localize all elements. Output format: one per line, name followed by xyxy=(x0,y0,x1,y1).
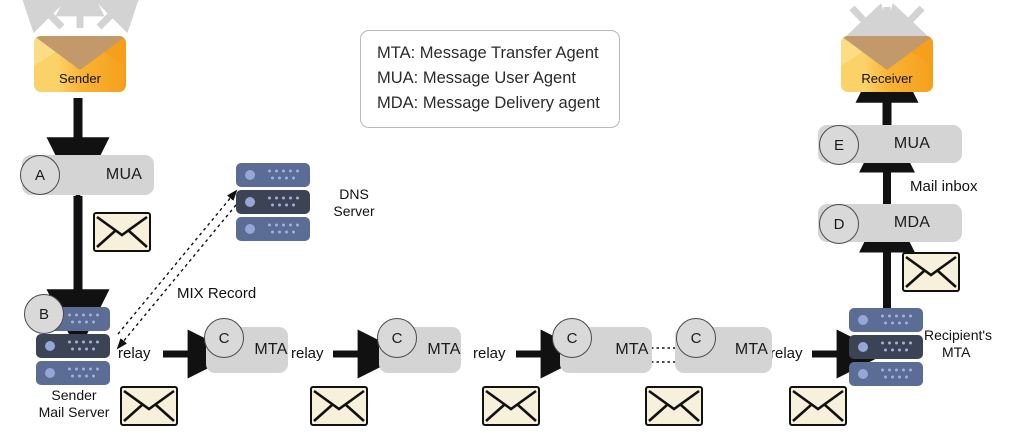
server-led-power xyxy=(245,224,255,234)
sender-envelope-label: Sender xyxy=(59,71,101,86)
server-led-row xyxy=(268,223,302,235)
dns-caption-line1: DNS xyxy=(339,186,369,202)
mta-badge-text-3: C xyxy=(566,329,578,347)
mta-badge-4: C xyxy=(676,318,716,358)
server-led-power xyxy=(858,369,868,379)
dns-server[interactable] xyxy=(236,163,310,241)
recipient-mda-label: MDA xyxy=(893,214,931,231)
recipient-mua-label: MUA xyxy=(893,135,931,152)
sender-mailserver-badge-text: B xyxy=(38,305,49,323)
server-led-row xyxy=(881,368,915,380)
recipient-mta-caption: Recipient's MTA xyxy=(924,327,1016,361)
sender-envelope: Sender xyxy=(34,36,126,92)
sender-mua-badge: A xyxy=(20,155,60,195)
server-unit-middle xyxy=(236,190,310,214)
mta-badge-text-2: C xyxy=(391,329,403,347)
legend-line-mua: MUA: Message User Agent xyxy=(377,69,576,87)
recipient-mua-badge: E xyxy=(819,125,859,165)
mta-label-4: MTA xyxy=(734,341,769,358)
mail-inbox-label: Mail inbox xyxy=(910,178,978,195)
server-led-row xyxy=(68,367,102,379)
server-led-row xyxy=(68,313,102,325)
mix-record-label: MIX Record xyxy=(177,285,257,302)
server-led-power xyxy=(45,341,55,351)
server-unit-bottom xyxy=(236,217,310,241)
server-led-power xyxy=(858,315,868,325)
sender-mailserver-caption-line2: Mail Server xyxy=(38,404,110,420)
legend-line-mta: MTA: Message Transfer Agent xyxy=(377,44,599,62)
dns-server-caption: DNS Server xyxy=(316,186,392,220)
envelope-icon-mta-4 xyxy=(789,386,847,426)
mta-badge-3: C xyxy=(552,318,592,358)
mta-badge-1: C xyxy=(204,318,244,358)
server-unit-top xyxy=(849,308,923,332)
legend-box: MTA: Message Transfer Agent MUA: Message… xyxy=(360,30,620,128)
relay-label-3: relay xyxy=(473,345,506,362)
sender-outgoing-arrows xyxy=(16,0,145,34)
server-led-row xyxy=(68,340,102,352)
server-led-row xyxy=(881,314,915,326)
receiver-envelope: Receiver xyxy=(841,36,933,92)
server-led-power xyxy=(45,368,55,378)
server-unit-middle xyxy=(849,335,923,359)
server-led-power xyxy=(858,342,868,352)
relay-label-1: relay xyxy=(118,345,151,362)
recipient-mua-badge-text: E xyxy=(833,136,844,154)
dns-caption-line2: Server xyxy=(333,203,375,219)
mta-label-3: MTA xyxy=(615,341,649,358)
envelope-icon-mua-to-server xyxy=(93,212,151,252)
server-led-row xyxy=(268,196,302,208)
relay-label-2: relay xyxy=(291,345,324,362)
mta-label-2: MTA xyxy=(427,341,461,358)
recipient-mda-badge: D xyxy=(819,204,859,244)
recipient-mda-badge-text: D xyxy=(833,215,845,233)
server-led-row xyxy=(268,169,302,181)
envelope-icon-mta-2 xyxy=(482,386,540,426)
envelope-icon-mta-1 xyxy=(310,386,368,426)
sender-mailserver-badge: B xyxy=(24,294,64,334)
envelope-icon-sender-relay xyxy=(120,386,178,426)
server-unit-middle xyxy=(36,334,110,358)
sender-mailserver-caption: Sender Mail Server xyxy=(16,387,132,421)
receiver-incoming-arrows xyxy=(845,3,929,68)
envelope-icon-mta-3 xyxy=(645,386,703,426)
envelope-icon-rmta-to-mda xyxy=(902,252,960,292)
mta-badge-text-4: C xyxy=(690,329,702,347)
mta-label-1: MTA xyxy=(254,341,288,358)
server-led-power xyxy=(245,197,255,207)
sender-mua-label: MUA xyxy=(105,166,143,183)
recipient-mta-server[interactable] xyxy=(849,308,923,386)
server-unit-top xyxy=(236,163,310,187)
sender-mua-badge-text: A xyxy=(34,166,45,184)
legend-line-mda: MDA: Message Delivery agent xyxy=(377,94,600,112)
sender-mailserver-caption-line1: Sender xyxy=(51,387,97,403)
server-led-row xyxy=(881,341,915,353)
mta-badge-text-1: C xyxy=(218,329,230,347)
mta-badge-2: C xyxy=(377,318,417,358)
server-led-power xyxy=(245,170,255,180)
relay-label-4: relay xyxy=(770,345,803,362)
server-unit-bottom xyxy=(849,362,923,386)
recipient-mta-caption-line1: Recipient's xyxy=(924,327,993,343)
receiver-envelope-label: Receiver xyxy=(861,71,913,86)
server-unit-bottom xyxy=(36,361,110,385)
recipient-mta-caption-line2: MTA xyxy=(942,344,971,360)
